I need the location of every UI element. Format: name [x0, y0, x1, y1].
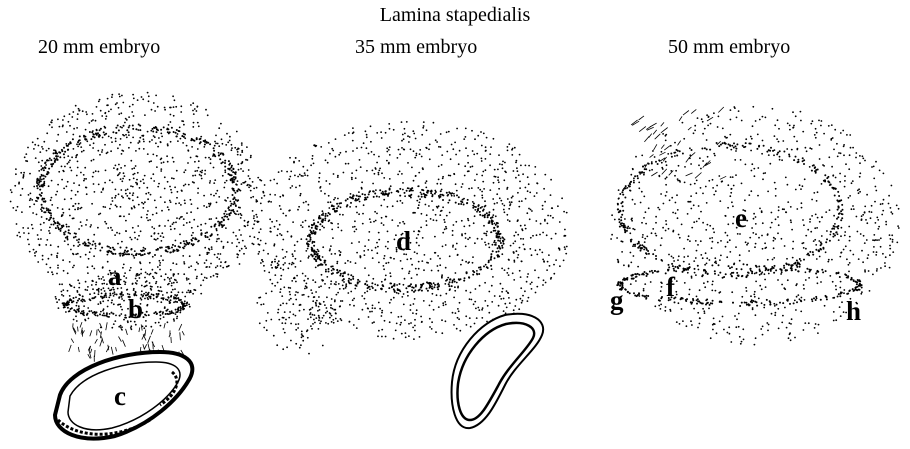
cartilage-kidney-35mm [452, 314, 544, 428]
label-b: b [128, 294, 143, 324]
label-g: g [610, 285, 624, 315]
label-e: e [735, 203, 747, 233]
label-d: d [396, 226, 411, 256]
label-h: h [846, 296, 861, 326]
label-a: a [108, 261, 122, 291]
label-f: f [666, 272, 676, 302]
label-c: c [114, 381, 126, 411]
